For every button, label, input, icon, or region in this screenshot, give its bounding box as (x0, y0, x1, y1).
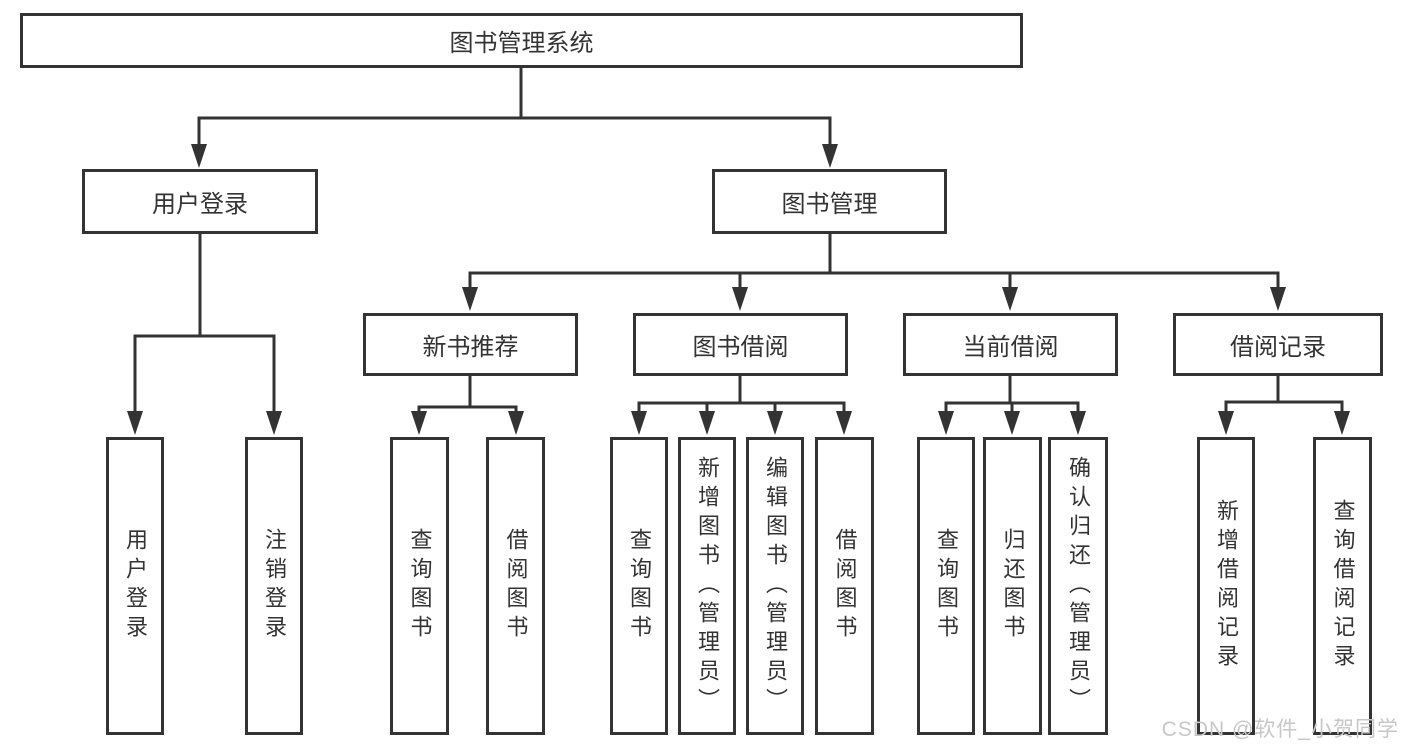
leaf-current-query-books: 查询图书 (917, 437, 975, 735)
leaf-add-borrow-record: 新增借阅记录 (1197, 437, 1255, 735)
connector-root-to-level1 (191, 68, 838, 168)
leaf-borrow-query-books: 查询图书 (610, 437, 668, 735)
node-book-management: 图书管理 (712, 169, 947, 234)
node-current-borrow: 当前借阅 (903, 313, 1118, 376)
node-user-login: 用户登录 (82, 169, 318, 234)
connector-borrow-records-to-leaves (1218, 375, 1350, 435)
leaf-borrow-books: 借阅图书 (815, 437, 874, 735)
leaf-add-books-admin: 新增图书（管理员） (678, 437, 736, 735)
node-borrow-records: 借阅记录 (1173, 313, 1383, 376)
connector-book-management-to-level2 (462, 234, 1286, 311)
connector-current-borrow-to-leaves (938, 376, 1086, 435)
leaf-edit-books-admin: 编辑图书（管理员） (746, 437, 804, 735)
leaf-user-login: 用户登录 (106, 437, 164, 735)
leaf-confirm-return-admin: 确认归还（管理员） (1048, 437, 1108, 735)
connector-book-borrow-to-leaves (631, 376, 852, 435)
connector-new-book-to-leaves (411, 376, 524, 435)
leaf-recommend-borrow-books: 借阅图书 (486, 437, 545, 735)
node-root-system: 图书管理系统 (20, 13, 1023, 68)
leaf-recommend-query-books: 查询图书 (390, 437, 449, 735)
csdn-watermark: CSDN @软件_小贺同学 (1161, 718, 1399, 741)
connector-user-login-to-leaves (127, 234, 282, 435)
leaf-logout: 注销登录 (245, 437, 303, 735)
leaf-return-books: 归还图书 (983, 437, 1042, 735)
node-book-borrow: 图书借阅 (633, 313, 848, 376)
leaf-query-borrow-record: 查询借阅记录 (1313, 437, 1372, 735)
node-new-book-recommend: 新书推荐 (363, 313, 578, 376)
